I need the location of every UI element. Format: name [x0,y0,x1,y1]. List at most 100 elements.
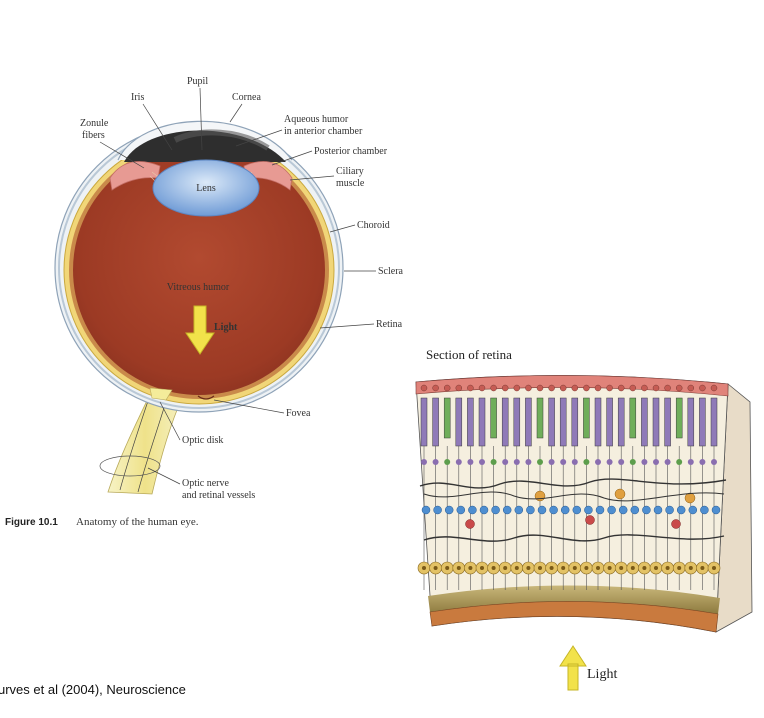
photoreceptor-nucleus [676,459,683,465]
rod-segment [420,397,428,447]
cone-segment [490,397,497,439]
ganglion-nucleus [619,566,624,570]
ganglion-nucleus [549,566,554,570]
pigment-cell [490,384,497,392]
ganglion-nucleus [572,566,577,570]
photoreceptor-nucleus [699,459,706,465]
pigment-cell [664,384,671,392]
bipolar-cell [433,505,442,515]
bipolar-cell [444,505,454,515]
bipolar-cell [653,505,663,515]
pigment-cell [536,384,544,392]
rod-segment [478,397,486,447]
bipolar-cell [618,505,628,515]
retina-title: Section of retina [426,347,512,362]
label-zonule-1: Zonule [80,118,109,129]
rod-segment [641,397,648,447]
bipolar-cell [526,505,535,515]
rod-segment [710,397,718,447]
ganglion-nucleus [712,566,716,570]
photoreceptor-nucleus [664,459,671,465]
optic-disk [149,387,173,401]
bipolar-cell [572,505,582,515]
bipolar-cell [514,505,524,515]
bipolar-cell [711,505,721,515]
optic-nerve-sheath [99,455,161,477]
label-cornea: Cornea [232,92,261,103]
pigment-cell [629,384,637,392]
pigment-cell [687,384,695,392]
photoreceptor-nucleus [490,459,497,465]
label-ciliary-2: muscle [336,178,365,189]
pigment-cell [432,384,439,392]
rod-segment [525,397,532,447]
label-ciliary-1: Ciliary [336,166,364,177]
label-choroid: Choroid [357,220,390,231]
bipolar-cell [421,505,431,515]
label-aqueous-1: Aqueous humor [284,114,349,125]
bipolar-cell [468,505,477,515]
photoreceptor-nucleus [432,459,439,465]
rod-segment [664,397,671,447]
ganglion-nucleus [456,566,461,570]
label-light-retina: Light [587,667,617,682]
photoreceptor-nucleus [525,459,532,465]
amacrine-cell [585,515,595,525]
label-aqueous-2: in anterior chamber [284,126,363,137]
photoreceptor-nucleus [560,459,567,465]
label-lens: Lens [196,183,216,194]
bipolar-cell [549,505,558,515]
photoreceptor-nucleus [606,459,613,465]
photoreceptor-nucleus [548,459,555,465]
photoreceptor-nucleus [444,459,451,465]
rod-segment [513,397,521,447]
figure-caption: Anatomy of the human eye. [76,516,199,528]
bipolar-cell [607,505,616,515]
amacrine-cell [671,519,681,529]
bipolar-cell [560,505,570,515]
ganglion-nucleus [665,566,670,570]
photoreceptor-nucleus [571,459,578,465]
ganglion-nucleus [433,566,438,570]
pigment-cell [525,384,532,392]
rod-segment [571,397,579,447]
pigment-cell [594,384,602,392]
photoreceptor-nucleus [653,459,659,465]
photoreceptor-nucleus [583,459,590,465]
label-posterior-chamber: Posterior chamber [314,146,388,157]
pigment-cell [548,384,555,392]
ganglion-nucleus [468,566,473,570]
bipolar-cell [584,505,593,515]
label-vitreous: Vitreous humor [167,282,230,293]
label-light-eye: Light [214,322,238,333]
light-arrow-retina [559,645,587,691]
pigment-cell [559,384,567,392]
ganglion-nucleus [561,566,566,570]
photoreceptor-nucleus [711,459,717,465]
bipolar-cell [595,505,605,515]
rod-segment [455,397,463,447]
retina-cells [417,384,721,590]
label-pupil: Pupil [187,76,208,87]
ganglion-nucleus [584,566,589,570]
cone-segment [629,397,637,439]
rod-segment [548,397,555,447]
bipolar-cell [665,505,674,515]
pigment-cell [513,384,521,392]
rod-segment [501,397,509,447]
horizontal-cell [534,490,546,502]
rod-segment [699,397,706,447]
figure-number: Figure 10.1 [5,517,58,528]
pigment-cell [652,384,660,392]
pigment-cell [478,384,486,392]
bipolar-cell [456,505,466,515]
label-optic-nerve-2: and retinal vessels [182,490,255,501]
bipolar-cell [630,505,640,515]
cone-segment [443,397,451,439]
ganglion-nucleus [526,566,531,570]
bipolar-cell [700,505,709,515]
ganglion-nucleus [445,566,450,570]
bipolar-cell [676,505,686,515]
rod-segment [432,397,439,447]
